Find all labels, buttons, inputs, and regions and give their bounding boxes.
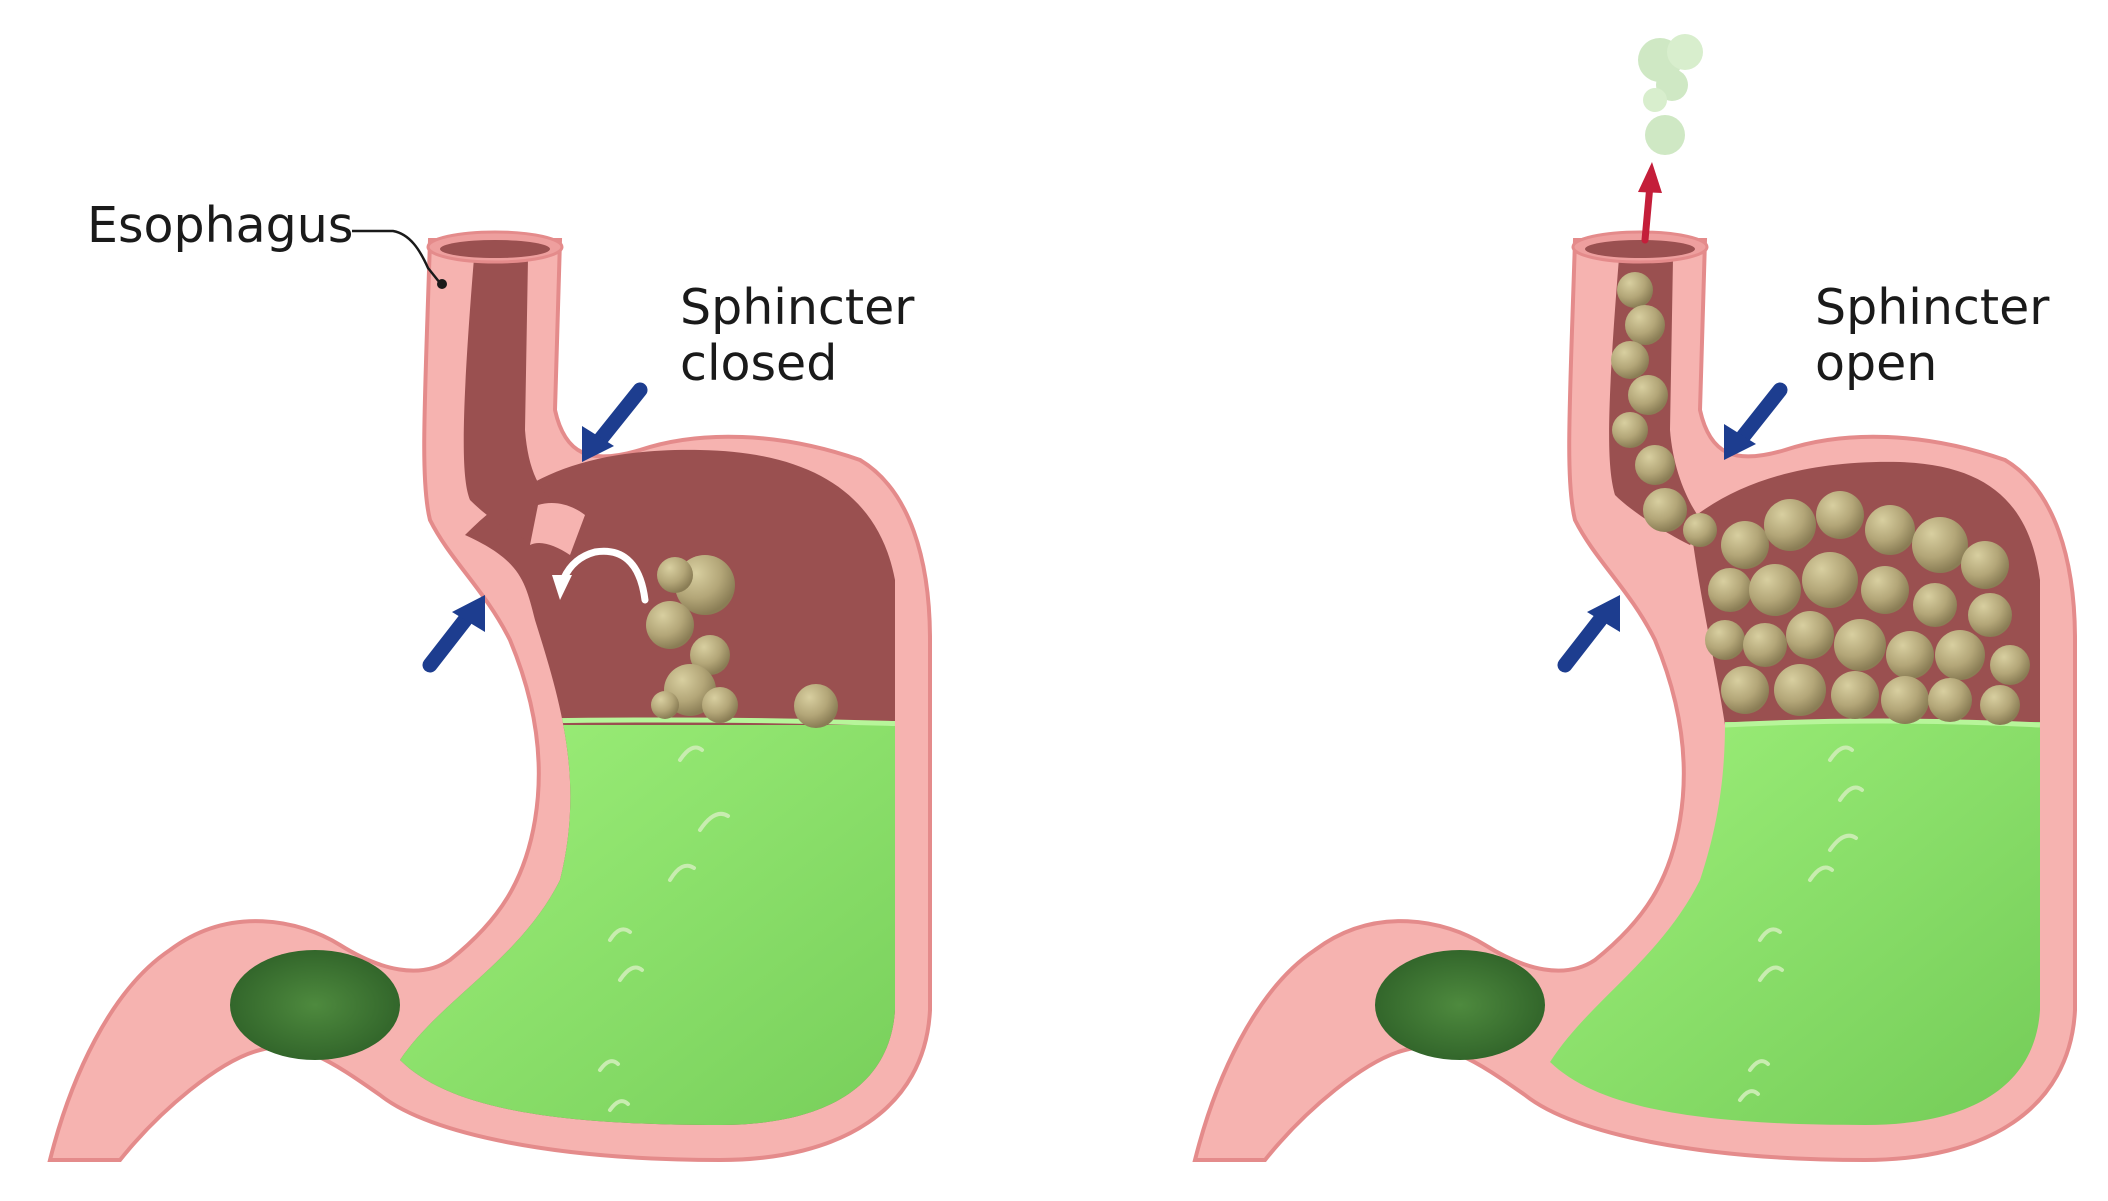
acid-ripples-left [598,745,730,1112]
burp-return-arrow-left [560,547,649,604]
sphincter-closed-label-line1: Sphincter [680,279,915,336]
esophagus-lumen-left [463,258,560,548]
acid-ripples-right [1738,745,1864,1102]
pressure-arrow-left-bottom [422,595,485,673]
sphincter-open-label-line1: Sphincter [1815,279,2050,336]
gas-bubbles-right [1611,272,2030,725]
esophagus-marker-dot [437,279,447,289]
esophagus-leader-line [352,229,441,284]
esophagus-label: Esophagus [87,197,354,254]
pressure-arrow-right-bottom [1557,595,1620,673]
escaping-gas-cloud [1638,34,1703,155]
reflux-arrow-up [1638,162,1662,244]
sphincter-open-label-line2: open [1815,335,1938,392]
gas-bubbles-left [646,555,838,728]
pylorus-right [1375,950,1545,1060]
pressure-arrow-left-top [582,382,648,462]
pylorus-left [230,950,400,1060]
stomach-acid-right [1550,722,2040,1125]
sphincter-closed-label-line2: closed [680,335,838,392]
pressure-arrow-right-top [1724,382,1788,460]
sphincter-closed [530,503,585,555]
stomach-right [1192,34,2077,1163]
